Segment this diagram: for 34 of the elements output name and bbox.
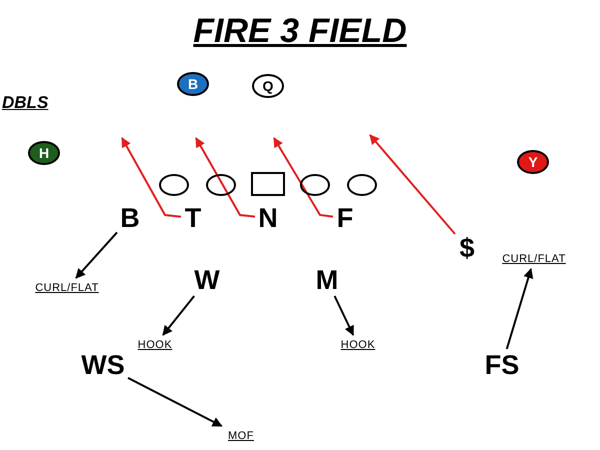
zone-label: HOOK	[133, 337, 177, 353]
arrow	[369, 134, 456, 235]
arrow	[273, 137, 334, 218]
position-label: DBLS	[2, 93, 48, 113]
lineman-ellipse	[206, 174, 236, 196]
arrow	[195, 137, 256, 218]
defender-letter: N	[256, 203, 280, 233]
defender-letter: M	[314, 265, 340, 295]
lineman-ellipse	[300, 174, 330, 196]
center-square	[251, 172, 285, 196]
zone-label: CURL/FLAT	[30, 280, 104, 296]
player-marker: Q	[252, 74, 284, 98]
player-marker: Y	[517, 150, 549, 174]
zone-label: HOOK	[336, 337, 380, 353]
zone-label: MOF	[223, 428, 259, 444]
zone-label: CURL/FLAT	[497, 251, 571, 267]
defender-letter: $	[456, 232, 478, 264]
arrow	[334, 296, 354, 336]
player-marker: B	[177, 72, 209, 96]
arrow	[75, 232, 118, 279]
defender-letter: W	[192, 265, 222, 295]
arrow	[121, 137, 182, 218]
lineman-ellipse	[347, 174, 377, 196]
defender-letter: B	[118, 203, 142, 233]
lineman-ellipse	[159, 174, 189, 196]
defender-letter: T	[182, 203, 204, 233]
defender-letter: FS	[480, 350, 524, 380]
player-marker: H	[28, 141, 60, 165]
arrow	[162, 295, 195, 336]
defender-letter: F	[334, 203, 356, 233]
defender-letter: WS	[79, 350, 127, 380]
arrow	[128, 377, 222, 427]
title: FIRE 3 FIELD	[192, 12, 408, 51]
arrow	[506, 268, 534, 350]
